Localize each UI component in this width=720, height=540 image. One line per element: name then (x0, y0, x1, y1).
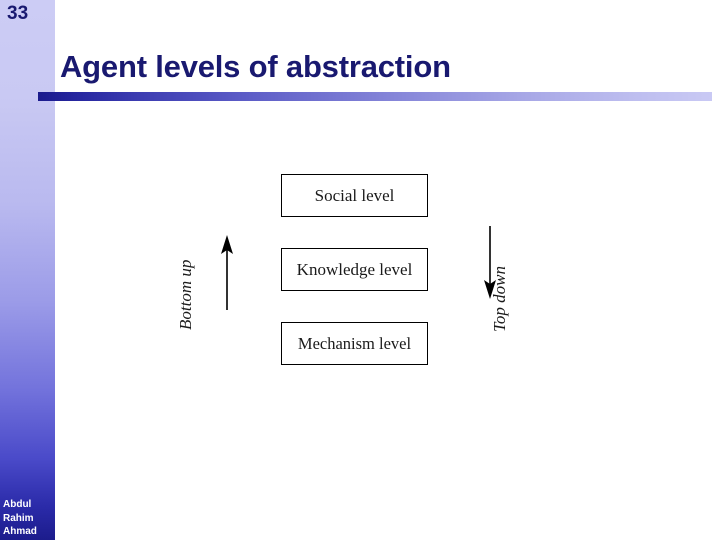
arrow-down-icon (484, 226, 496, 299)
footer-credit: Abdul Rahim Ahmad (3, 498, 55, 539)
level-label-social: Social level (314, 185, 395, 205)
level-label-knowledge: Knowledge level (296, 259, 413, 279)
annotation-label-top-down: Top down (490, 266, 509, 332)
sidebar-band (0, 0, 55, 540)
footer-credit-line-1: Abdul (3, 499, 32, 510)
slide-title: Agent levels of abstraction (60, 49, 451, 84)
footer-credit-line-3: Ahmad (3, 526, 37, 537)
title-divider-rule (38, 92, 712, 101)
level-label-mechanism: Mechanism level (297, 333, 412, 353)
level-box-mechanism: Mechanism level (281, 322, 428, 365)
slide-number: 33 (7, 3, 29, 24)
level-box-social: Social level (281, 174, 428, 217)
annotation-label-bottom-up: Bottom up (176, 259, 195, 330)
footer-credit-line-2: Rahim (3, 512, 34, 524)
arrow-up-icon (221, 235, 233, 310)
level-box-knowledge: Knowledge level (281, 248, 428, 291)
